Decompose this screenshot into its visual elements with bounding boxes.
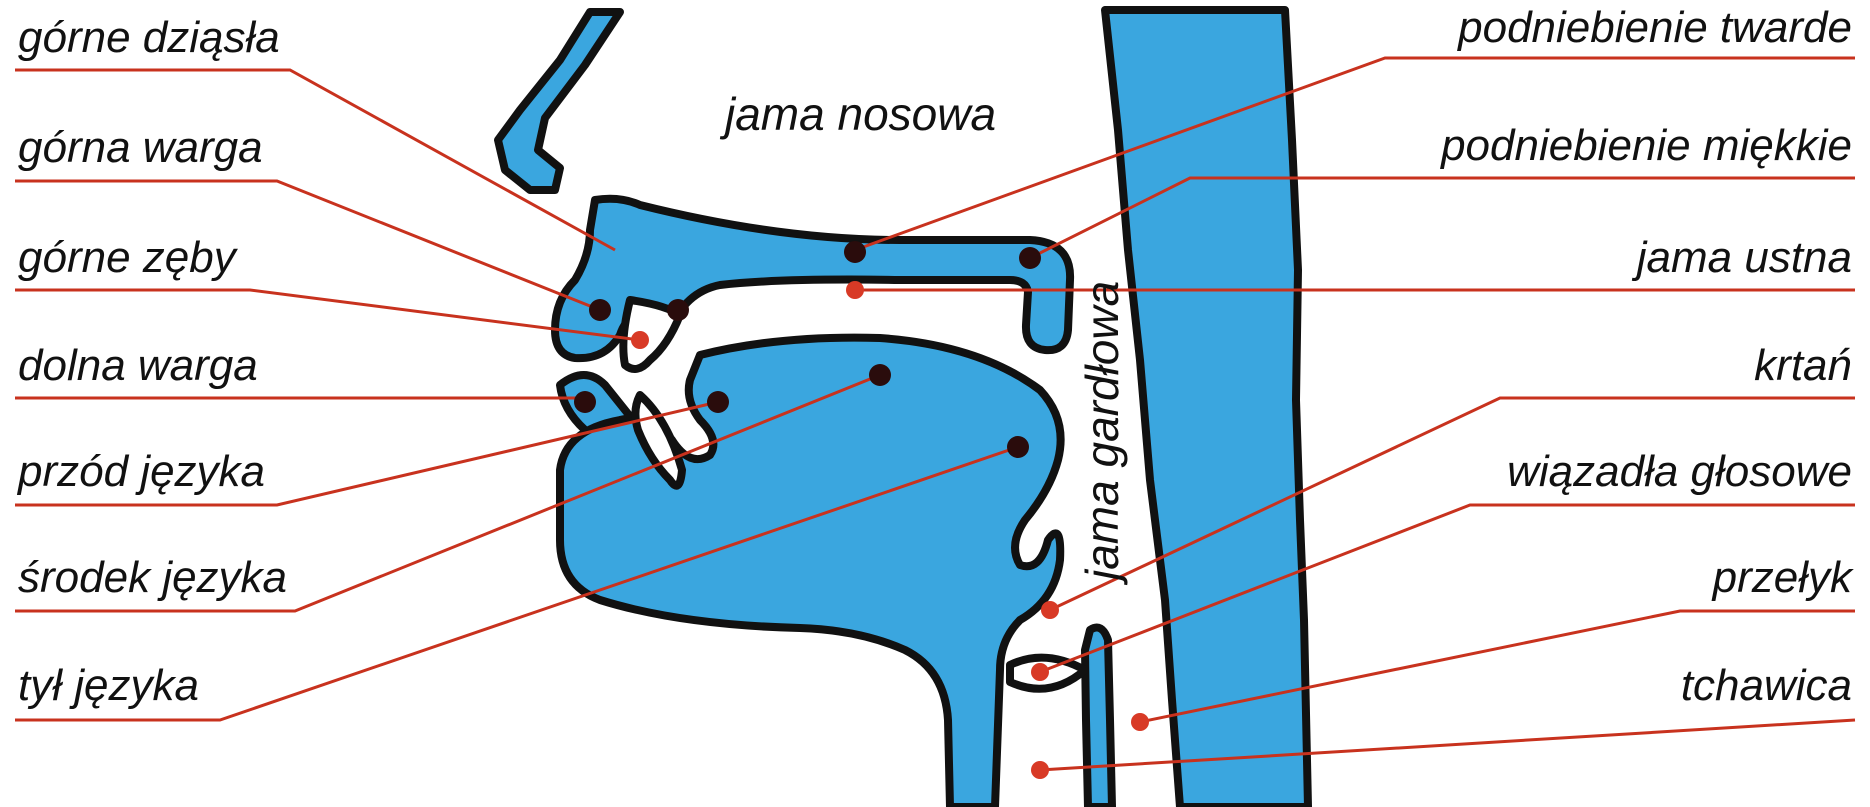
dot-krtan [1041,601,1059,619]
label-jama-ustna: jama ustna [1632,233,1852,282]
label-gorne-dziasla: górne dziąsła [18,13,280,62]
dot-gorne-zeby [631,331,649,349]
dot-podniebienie-miekkie [1019,247,1041,269]
dot-tchawica [1031,761,1049,779]
dot-przod-jezyka [707,391,729,413]
label-tyl-jezyka: tył języka [18,661,199,710]
leader-line-gorne-zeby [15,290,640,340]
dot-dolna-warga [574,391,596,413]
label-srodek-jezyka: środek języka [18,553,287,602]
label-jama-nosowa: jama nosowa [719,88,996,140]
label-krtan: krtań [1754,341,1852,390]
label-podniebienie-miekkie: podniebienie miękkie [1439,121,1852,170]
nose-outline [498,12,620,190]
label-gorna-warga: górna warga [18,123,263,172]
leader-line-dolna-warga [15,398,585,402]
dot-wiazadla-glosowe [1031,663,1049,681]
dot-przelyk [1131,713,1149,731]
dot-jama-ustna [846,281,864,299]
label-dolna-warga: dolna warga [18,341,258,390]
pharynx-back-wall [1105,10,1308,807]
dot-tyl-jezyka [1007,436,1029,458]
dot-podniebienie-twarde [844,241,866,263]
dot-gorna-warga [589,299,611,321]
label-przelyk: przełyk [1711,553,1854,602]
dot-gorne-dziasla [667,299,689,321]
right-labels: podniebienie twarde podniebienie miękkie… [1439,3,1854,710]
left-labels: górne dziąsła górna warga górne zęby dol… [16,13,287,710]
label-przod-jezyka: przód języka [16,447,265,496]
leader-line-tchawica [1040,720,1855,770]
label-tchawica: tchawica [1681,661,1852,710]
label-podniebienie-twarde: podniebienie twarde [1456,3,1852,52]
label-jama-gardlowa: jama gardłowa [1076,281,1128,586]
dot-srodek-jezyka [869,364,891,386]
label-wiazadla-glosowe: wiązadła głosowe [1507,447,1852,496]
label-gorne-zeby: górne zęby [18,233,239,282]
